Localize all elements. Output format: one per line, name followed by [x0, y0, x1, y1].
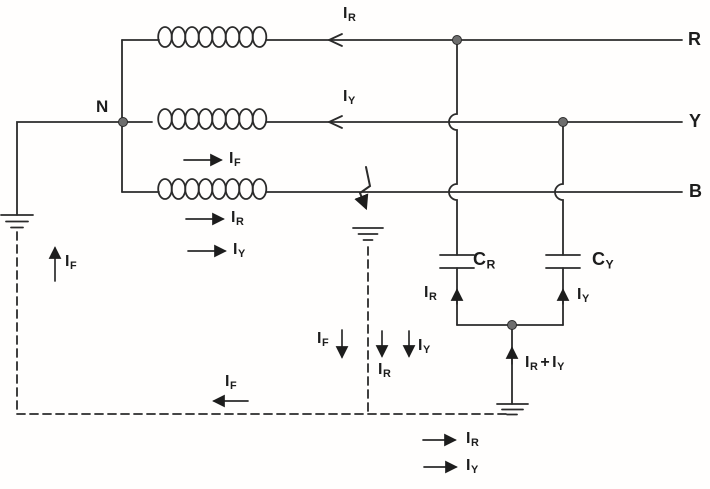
label-sum-current: IR+IY	[525, 354, 565, 374]
neutral-label: N	[96, 97, 109, 116]
label-iy-bottom: IY	[466, 457, 479, 477]
label-capacitor-r: CR	[473, 249, 496, 272]
label-ir-line: IR	[343, 5, 357, 25]
neutral-earth-lead	[16, 121, 123, 216]
label-if-return: IF	[225, 373, 238, 393]
label-iy-mid: IY	[418, 337, 431, 357]
label-ir-coil: IR	[231, 209, 245, 229]
earth-symbol-neutral	[0, 214, 34, 229]
capacitor-y	[545, 254, 581, 269]
junction-r-tap	[452, 35, 462, 45]
junction-capacitor-bus	[507, 320, 517, 330]
label-if-fault: IF	[317, 330, 330, 350]
branch-r-drop	[448, 43, 458, 256]
winding-coil-y	[157, 108, 268, 130]
earth-symbol-capacitors	[496, 403, 529, 416]
label-ir-mid: IR	[378, 361, 392, 381]
label-capacitor-y: CY	[592, 249, 615, 272]
arrow-ir-line	[326, 33, 343, 47]
arrow-iy-line	[326, 115, 343, 129]
earth-symbol-fault	[352, 227, 384, 241]
capacitor-r	[439, 254, 475, 269]
junction-neutral	[118, 117, 128, 127]
junction-y-tap	[558, 117, 568, 127]
phase-label-b: B	[689, 181, 703, 201]
fault-return-path	[16, 231, 509, 415]
phase-label-y: Y	[689, 111, 702, 131]
branch-y-drop	[554, 125, 564, 256]
label-ir-bottom: IR	[466, 430, 480, 450]
phase-label-r: R	[688, 29, 702, 49]
winding-coil-b	[157, 178, 268, 200]
label-if-left: IF	[65, 253, 78, 273]
fault-lightning-bolt	[354, 166, 372, 211]
label-iy-line: IY	[343, 88, 356, 108]
label-iy-coil: IY	[233, 241, 246, 261]
label-iy-cap: IY	[577, 286, 590, 306]
label-ir-cap: IR	[424, 284, 438, 304]
winding-coil-r	[157, 26, 268, 48]
label-if-coil: IF	[229, 150, 242, 170]
